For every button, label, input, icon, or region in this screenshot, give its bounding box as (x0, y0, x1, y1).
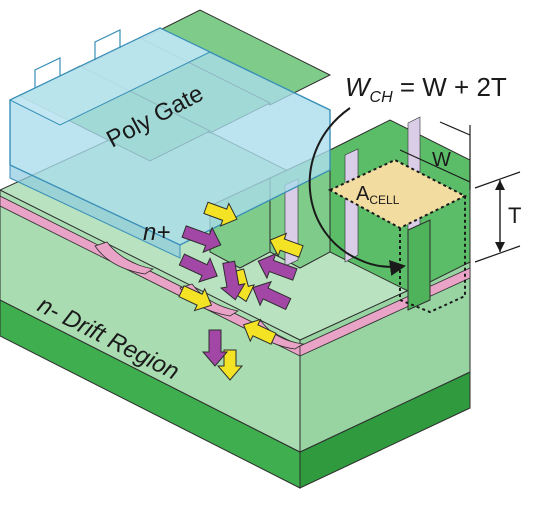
t-dimension-label: T (508, 203, 521, 228)
poly-gate-block (8, 27, 331, 259)
equation-pointer (308, 107, 406, 276)
a-cell-label: ACELL (356, 183, 400, 207)
n-plus-label: n+ (143, 219, 170, 246)
channel-width-equation: WCH = W + 2T (345, 72, 507, 106)
flow-arrows (178, 201, 304, 381)
dimension-t (474, 171, 521, 263)
purple-arrow (178, 225, 298, 367)
w-dimension-label: W (432, 149, 451, 171)
yellow-arrow (178, 201, 304, 381)
p-body-layer (0, 195, 471, 357)
cell-outline (327, 158, 468, 314)
dimension-w (399, 121, 471, 190)
